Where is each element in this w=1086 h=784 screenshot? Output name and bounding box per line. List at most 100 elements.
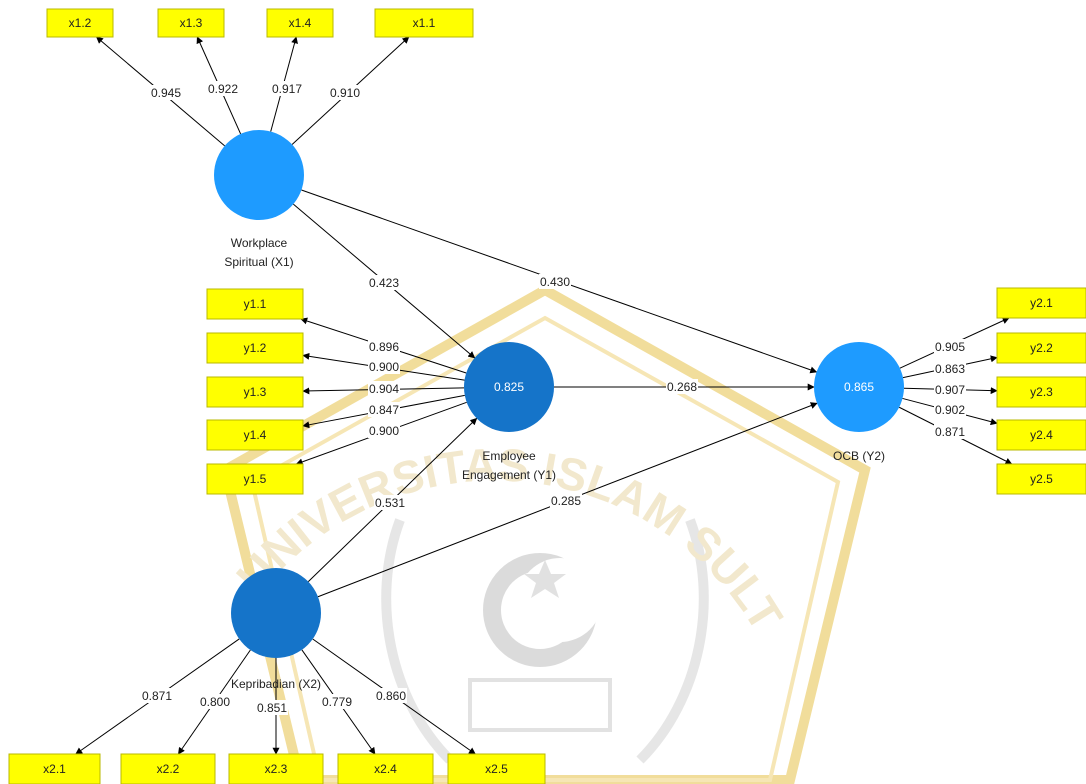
- indicator-label: y1.3: [244, 385, 267, 399]
- r-squared-value: 0.825: [494, 380, 524, 394]
- indicator-label: y2.5: [1030, 472, 1053, 486]
- latent-circle[interactable]: [231, 568, 321, 658]
- loading-label-y2.2: 0.863: [935, 362, 965, 376]
- indicator-box[interactable]: [206, 288, 304, 320]
- path-coef-y1-y2-bg: [666, 379, 698, 394]
- indicator-label: x1.2: [69, 16, 92, 30]
- indicator-box[interactable]: [447, 753, 546, 784]
- path-coef-y1-y2: 0.268: [667, 380, 697, 394]
- indicator-box[interactable]: [8, 753, 101, 784]
- indicator-x1.1[interactable]: x1.1: [374, 8, 474, 38]
- indicator-y1.1[interactable]: y1.1: [206, 288, 304, 320]
- loading-label-y1.5: 0.900: [369, 424, 399, 438]
- latent-x2[interactable]: Kepribadian (X2): [231, 568, 321, 691]
- indicator-box[interactable]: [996, 463, 1086, 495]
- loading-label-y1.2: 0.900: [369, 360, 399, 374]
- loading-label-x2.3-bg: [256, 700, 288, 715]
- indicator-label: y1.4: [244, 428, 267, 442]
- loading-label-y1.4-bg: [368, 402, 400, 417]
- indicator-label: y2.1: [1030, 296, 1053, 310]
- loading-label-y2.4-bg: [934, 402, 966, 417]
- indicator-box[interactable]: [206, 332, 304, 364]
- loading-label-y1.3-bg: [368, 381, 400, 396]
- indicator-box[interactable]: [120, 753, 216, 784]
- indicator-label: x1.4: [289, 16, 312, 30]
- indicator-x2.4[interactable]: x2.4: [337, 753, 434, 784]
- path-coef-x1-y2-bg: [539, 274, 571, 289]
- path-coef-x1-y1-bg: [368, 275, 400, 290]
- indicator-box[interactable]: [374, 8, 474, 38]
- loading-label-x1.2-bg: [150, 85, 182, 100]
- indicator-y2.1[interactable]: y2.1: [996, 287, 1086, 319]
- indicator-box[interactable]: [46, 8, 114, 38]
- indicator-box[interactable]: [206, 376, 304, 408]
- loading-label-y2.4: 0.902: [935, 403, 965, 417]
- indicator-box[interactable]: [996, 287, 1086, 319]
- indicator-box[interactable]: [206, 463, 304, 495]
- loading-label-y1.4: 0.847: [369, 403, 399, 417]
- indicator-x1.3[interactable]: x1.3: [157, 8, 225, 38]
- indicator-label: x2.5: [485, 762, 508, 776]
- loading-label-x1.4-bg: [271, 81, 303, 96]
- indicator-label: x2.4: [374, 762, 397, 776]
- r-squared-value: 0.865: [844, 380, 874, 394]
- indicator-x2.5[interactable]: x2.5: [447, 753, 546, 784]
- indicator-y1.5[interactable]: y1.5: [206, 463, 304, 495]
- indicator-box[interactable]: [157, 8, 225, 38]
- loading-label-x1.2: 0.945: [151, 86, 181, 100]
- latent-circle[interactable]: [464, 342, 554, 432]
- loading-label-x2.2-bg: [199, 694, 231, 709]
- latent-circle[interactable]: [214, 130, 304, 220]
- loading-label-y1.1: 0.896: [369, 340, 399, 354]
- latent-name: OCB (Y2): [833, 449, 885, 463]
- indicator-label: y1.5: [244, 472, 267, 486]
- indicator-box[interactable]: [996, 419, 1086, 451]
- loading-label-x1.1: 0.910: [330, 86, 360, 100]
- indicator-y1.4[interactable]: y1.4: [206, 419, 304, 451]
- indicator-y1.3[interactable]: y1.3: [206, 376, 304, 408]
- loading-label-y1.3: 0.904: [369, 382, 399, 396]
- path-coef-x2-y2: 0.285: [551, 494, 581, 508]
- indicator-box[interactable]: [337, 753, 434, 784]
- loading-label-y2.1-bg: [934, 339, 966, 354]
- indicator-x2.2[interactable]: x2.2: [120, 753, 216, 784]
- latent-name: Spiritual (X1): [224, 255, 293, 269]
- indicator-y1.2[interactable]: y1.2: [206, 332, 304, 364]
- loading-label-x2.1: 0.871: [142, 689, 172, 703]
- loading-label-x2.3: 0.851: [257, 701, 287, 715]
- indicator-box[interactable]: [228, 753, 324, 784]
- indicator-box[interactable]: [206, 419, 304, 451]
- loading-label-y1.2-bg: [368, 359, 400, 374]
- indicator-y2.5[interactable]: y2.5: [996, 463, 1086, 495]
- indicator-x2.1[interactable]: x2.1: [8, 753, 101, 784]
- path-coef-x1-y2: 0.430: [540, 275, 570, 289]
- indicator-x2.3[interactable]: x2.3: [228, 753, 324, 784]
- loading-label-y2.1: 0.905: [935, 340, 965, 354]
- indicator-label: y2.3: [1030, 385, 1053, 399]
- loading-label-x1.4: 0.917: [272, 82, 302, 96]
- loading-label-x1.1-bg: [329, 85, 361, 100]
- indicator-y2.3[interactable]: y2.3: [996, 376, 1086, 408]
- indicator-label: x1.1: [413, 16, 436, 30]
- indicator-x1.2[interactable]: x1.2: [46, 8, 114, 38]
- loading-label-y2.5-bg: [934, 424, 966, 439]
- indicator-label: y2.2: [1030, 341, 1053, 355]
- indicator-y2.4[interactable]: y2.4: [996, 419, 1086, 451]
- loading-label-y1.5-bg: [368, 423, 400, 438]
- indicator-box[interactable]: [266, 8, 334, 38]
- latent-name: Workplace: [231, 236, 288, 250]
- latent-circle[interactable]: [814, 342, 904, 432]
- loading-label-y2.3-bg: [934, 382, 966, 397]
- indicator-y2.2[interactable]: y2.2: [996, 332, 1086, 364]
- latent-name: Engagement (Y1): [462, 468, 556, 482]
- university-seal-watermark: UNIVERSITAS ISLAM SULTAN AGUNG: [0, 0, 871, 784]
- indicator-label: y1.1: [244, 297, 267, 311]
- indicator-x1.4[interactable]: x1.4: [266, 8, 334, 38]
- indicator-box[interactable]: [996, 376, 1086, 408]
- indicator-box[interactable]: [996, 332, 1086, 364]
- indicator-label: y2.4: [1030, 428, 1053, 442]
